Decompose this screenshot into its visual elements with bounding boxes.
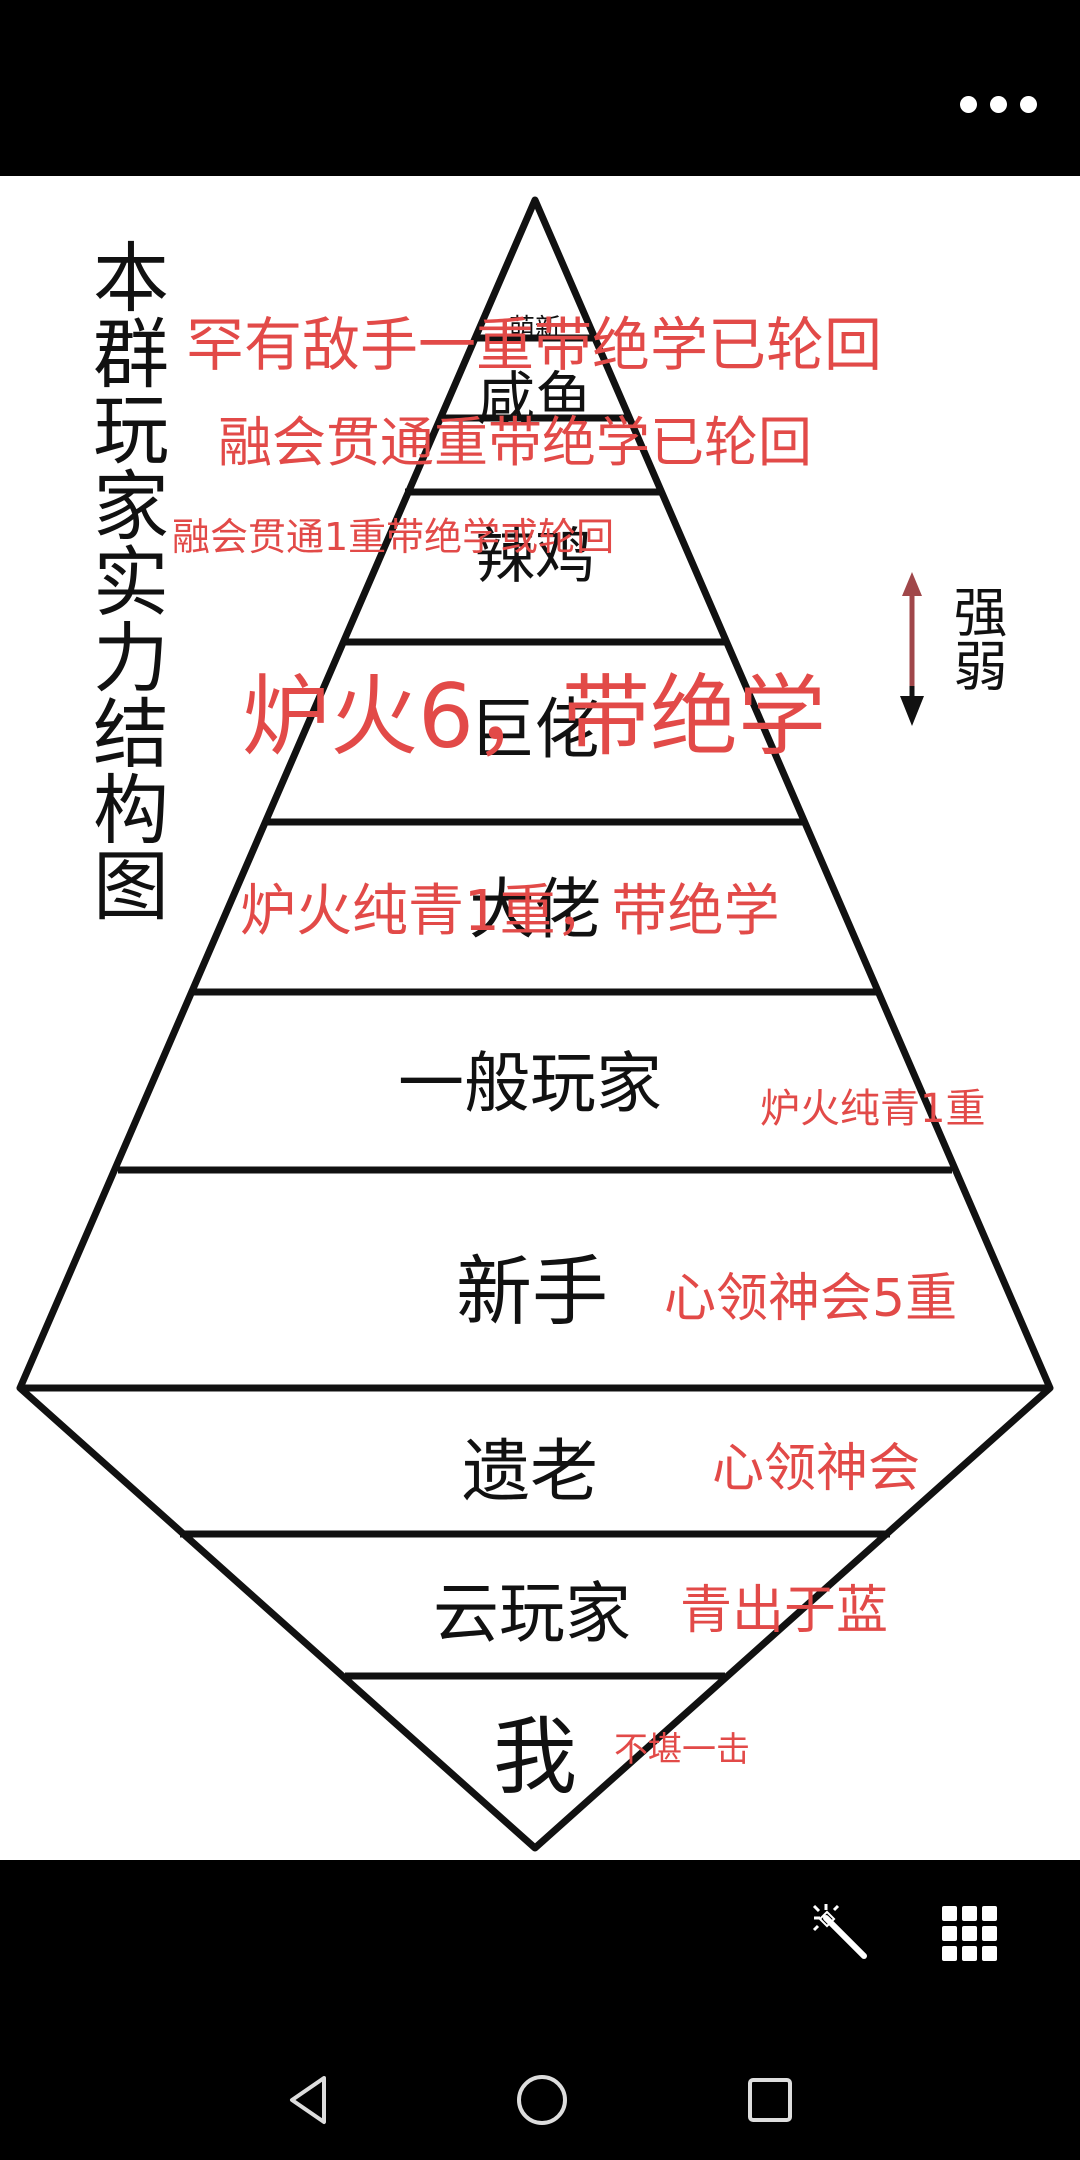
tier-label: 大佬 (469, 871, 601, 948)
tier-label: 新手 (456, 1247, 608, 1336)
pyramid-image: 本群玩家实力结构图 萌新 咸鱼 辣鸡 巨佬 大佬 一般玩家 新手 遗老 云玩家 … (0, 176, 1080, 1860)
tier-label: 我 (492, 1708, 578, 1806)
square-recent-icon[interactable] (740, 2070, 800, 2130)
more-options-icon[interactable] (960, 86, 1040, 126)
tier-note: 不堪一击 (614, 1730, 750, 1770)
tier-note: 融会贯通重带绝学已轮回 (218, 411, 812, 474)
tier-label: 咸鱼 (476, 365, 594, 433)
magic-wand-icon[interactable] (808, 1900, 872, 1964)
circle-home-icon[interactable] (512, 2070, 572, 2130)
tier-label: 云玩家 (433, 1575, 631, 1652)
tier-note: 炉火6，带绝学 (242, 665, 826, 768)
tier-note: 心领神会5重 (664, 1269, 958, 1329)
tier-note: 青出于蓝 (680, 1581, 889, 1641)
tier-note: 罕有敌手一重带绝学已轮回 (186, 311, 883, 379)
tier-label: 萌新 (508, 314, 562, 344)
top-bar (0, 0, 1080, 176)
tier-note: 炉火纯青1重，带绝学 (240, 879, 780, 944)
tier-note: 炉火纯青1重 (760, 1086, 986, 1132)
grid-icon[interactable] (940, 1904, 1000, 1964)
pyramid-diagram (16, 196, 1054, 1852)
tier-note: 心领神会 (712, 1439, 921, 1499)
tier-note: 融会贯通1重带绝学或轮回 (172, 515, 615, 559)
tier-label: 辣鸡 (475, 522, 595, 592)
bottom-bar (0, 1860, 1080, 2160)
chart-title: 本群玩家实力结构图 (80, 238, 169, 922)
triangle-back-icon[interactable] (280, 2070, 340, 2130)
tier-label: 遗老 (461, 1433, 599, 1512)
strength-arrow (900, 572, 924, 726)
tier-label: 一般玩家 (398, 1045, 662, 1122)
strength-label: 强弱 (944, 584, 1007, 692)
tier-label: 巨佬 (469, 691, 601, 768)
